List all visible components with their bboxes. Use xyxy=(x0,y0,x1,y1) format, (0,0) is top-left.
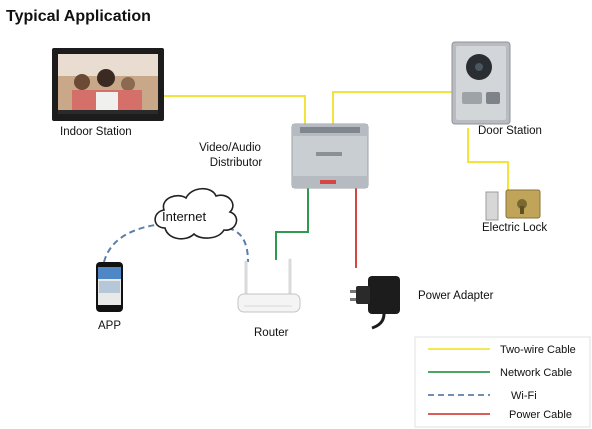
smartphone-app: APP xyxy=(96,262,123,332)
adapter-body xyxy=(368,276,400,314)
wifi-link-app xyxy=(103,223,163,263)
router: Router xyxy=(237,258,301,339)
power-adapter-label: Power Adapter xyxy=(418,290,494,302)
distributor-label-line2: Distributor xyxy=(210,157,263,169)
power-adapter: Power Adapter xyxy=(350,276,494,330)
cables xyxy=(103,91,509,268)
internet-label: Internet xyxy=(162,209,206,224)
app-label: APP xyxy=(98,320,121,332)
internet-cloud: Internet xyxy=(154,187,238,240)
wifi-link-router xyxy=(227,227,249,263)
two-wire-cable-lock xyxy=(467,128,509,190)
indoor-station-label: Indoor Station xyxy=(60,126,132,138)
door-station-label: Door Station xyxy=(478,125,542,137)
legend-label-network: Network Cable xyxy=(500,367,572,379)
door-station: Door Station xyxy=(451,41,542,137)
router-label: Router xyxy=(254,327,289,339)
video-audio-distributor: Video/Audio Distributor xyxy=(199,123,369,189)
router-body xyxy=(237,293,301,313)
legend-label-two-wire: Two-wire Cable xyxy=(500,344,576,356)
electric-lock-label: Electric Lock xyxy=(482,222,547,234)
electric-lock: Electric Lock xyxy=(482,189,547,234)
network-cable xyxy=(275,188,309,260)
legend: Two-wire Cable Network Cable Wi-Fi Power… xyxy=(414,336,591,428)
legend-label-wifi: Wi-Fi xyxy=(511,390,537,402)
indoor-station: Indoor Station xyxy=(52,48,164,138)
legend-box xyxy=(414,336,591,428)
door-station-call-button xyxy=(462,92,482,104)
cloud-icon xyxy=(154,187,238,240)
diagram-title: Typical Application xyxy=(6,8,151,25)
legend-label-power: Power Cable xyxy=(509,409,572,421)
distributor-label-line1: Video/Audio xyxy=(199,142,261,154)
two-wire-cable-indoor xyxy=(162,95,306,124)
two-wire-cable-door xyxy=(332,91,455,124)
